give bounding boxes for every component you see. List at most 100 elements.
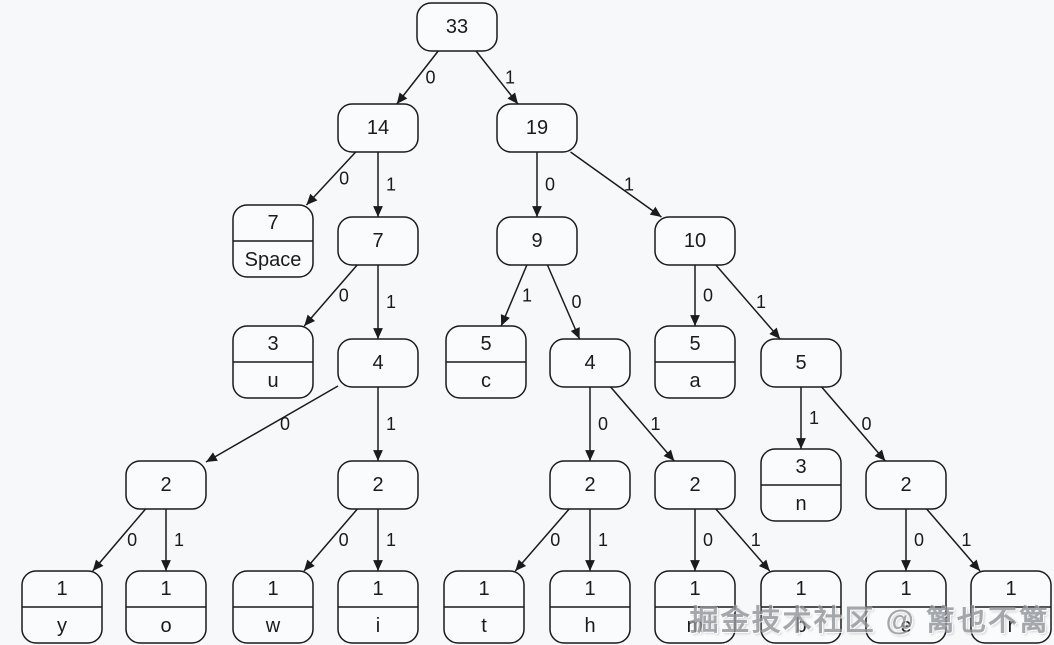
node-value: 7 [267, 212, 278, 234]
node-char: b [795, 615, 806, 637]
tree-node-n14: 14 [337, 103, 419, 153]
node-char: h [584, 615, 595, 637]
tree-edge-n9-leaf-c: 1 [500, 264, 532, 327]
tree-edge-n33-n14: 0 [396, 50, 439, 105]
node-value: 1 [267, 578, 278, 600]
edge-label: 0 [426, 68, 436, 88]
tree-node-leaf-u: 3u [232, 325, 314, 399]
edge-label: 0 [339, 169, 349, 189]
tree-node-n19: 19 [496, 103, 578, 153]
tree-edge-n4b-n2c: 0 [585, 387, 608, 461]
node-value: 1 [900, 578, 911, 600]
node-value: 1 [478, 578, 489, 600]
node-char: y [57, 615, 67, 637]
node-char: m [687, 615, 704, 637]
node-value: 2 [689, 474, 700, 496]
edge-label: 1 [386, 414, 396, 434]
node-value: 1 [1005, 578, 1016, 600]
edge-label: 0 [545, 175, 555, 195]
tree-edge-n2d-leaf-b: 1 [715, 508, 771, 572]
node-value: 33 [446, 16, 468, 38]
tree-edge-n2e-leaf-e: 0 [901, 509, 924, 571]
node-char: Space [245, 249, 302, 271]
tree-node-n5: 5 [760, 338, 842, 388]
node-char: r [1008, 615, 1015, 637]
tree-node-leaf-y: 1y [21, 570, 103, 644]
tree-node-n4b: 4 [549, 338, 631, 388]
node-value: 1 [56, 578, 67, 600]
node-value: 3 [267, 333, 278, 355]
tree-edge-n2b-leaf-i: 1 [373, 509, 396, 571]
tree-edge-n9-n4b: 0 [546, 264, 582, 340]
tree-edge-n2b-leaf-w: 0 [303, 508, 358, 572]
tree-edge-n4a-n2b: 1 [373, 387, 396, 461]
tree-node-leaf-c: 5c [445, 325, 527, 399]
tree-edge-n5-n2e: 0 [821, 386, 886, 462]
node-value: 2 [372, 474, 383, 496]
node-value: 1 [795, 578, 806, 600]
tree-edge-n14-n7: 1 [373, 152, 396, 217]
node-value: 2 [584, 474, 595, 496]
tree-edge-n7-n4a: 1 [373, 265, 396, 339]
node-value: 14 [367, 117, 389, 139]
node-value: 5 [689, 333, 700, 355]
node-value: 1 [160, 578, 171, 600]
tree-edge-n19-n9: 0 [532, 152, 555, 217]
node-value: 7 [372, 230, 383, 252]
node-value: 4 [372, 352, 383, 374]
tree-node-n10: 10 [654, 216, 736, 266]
tree-edge-n19-n10: 1 [570, 151, 662, 218]
node-char: u [267, 370, 278, 392]
tree-node-n2a: 2 [125, 460, 207, 510]
tree-node-leaf-r: 1r [970, 570, 1052, 644]
edge-label: 1 [961, 530, 971, 550]
edge-label: 1 [624, 175, 634, 195]
node-value: 4 [584, 352, 595, 374]
tree-node-leaf-o: 1o [125, 570, 207, 644]
node-char: t [481, 615, 487, 637]
tree-edge-n2c-leaf-t: 0 [514, 508, 570, 572]
node-char: e [900, 615, 911, 637]
edge-label: 0 [339, 530, 349, 550]
tree-edge-n2e-leaf-r: 1 [926, 508, 981, 572]
node-value: 5 [480, 333, 491, 355]
tree-edge-n5-leaf-n: 1 [796, 387, 819, 449]
tree-node-leaf-a: 5a [654, 325, 736, 399]
tree-edge-n10-leaf-a: 0 [690, 265, 713, 326]
tree-edge-n7-leaf-u: 0 [303, 264, 358, 327]
tree-node-n9: 9 [496, 216, 578, 266]
edge-label: 1 [386, 175, 396, 195]
tree-edge-n4b-n2d: 1 [610, 386, 675, 462]
node-char: o [160, 615, 171, 637]
edge-label: 1 [386, 292, 396, 312]
tree-edge-n2d-leaf-m: 0 [690, 509, 713, 571]
node-char: i [376, 615, 380, 637]
edge-label: 1 [751, 530, 761, 550]
tree-edge-n2a-leaf-y: 0 [92, 508, 147, 572]
node-value: 1 [689, 578, 700, 600]
edge-label: 1 [174, 530, 184, 550]
node-char: n [795, 493, 806, 515]
tree-node-leaf-e: 1e [865, 570, 947, 644]
edge-label: 0 [862, 414, 872, 434]
tree-node-n2e: 2 [865, 460, 947, 510]
tree-node-leaf-t: 1t [443, 570, 525, 644]
node-value: 5 [795, 352, 806, 374]
edge-label: 1 [386, 530, 396, 550]
edge-label: 0 [914, 530, 924, 550]
edge-label: 0 [127, 530, 137, 550]
edge-label: 1 [598, 530, 608, 550]
tree-node-n2c: 2 [549, 460, 631, 510]
node-value: 10 [684, 230, 706, 252]
edge-label: 1 [756, 292, 766, 312]
edge-label: 0 [550, 530, 560, 550]
tree-node-leaf-i: 1i [337, 570, 419, 644]
tree-edge-n2c-leaf-h: 1 [585, 509, 608, 571]
tree-node-n2b: 2 [337, 460, 419, 510]
edge-label: 1 [809, 408, 819, 428]
node-value: 9 [531, 230, 542, 252]
node-value: 3 [795, 456, 806, 478]
tree-node-n7: 7 [337, 216, 419, 266]
